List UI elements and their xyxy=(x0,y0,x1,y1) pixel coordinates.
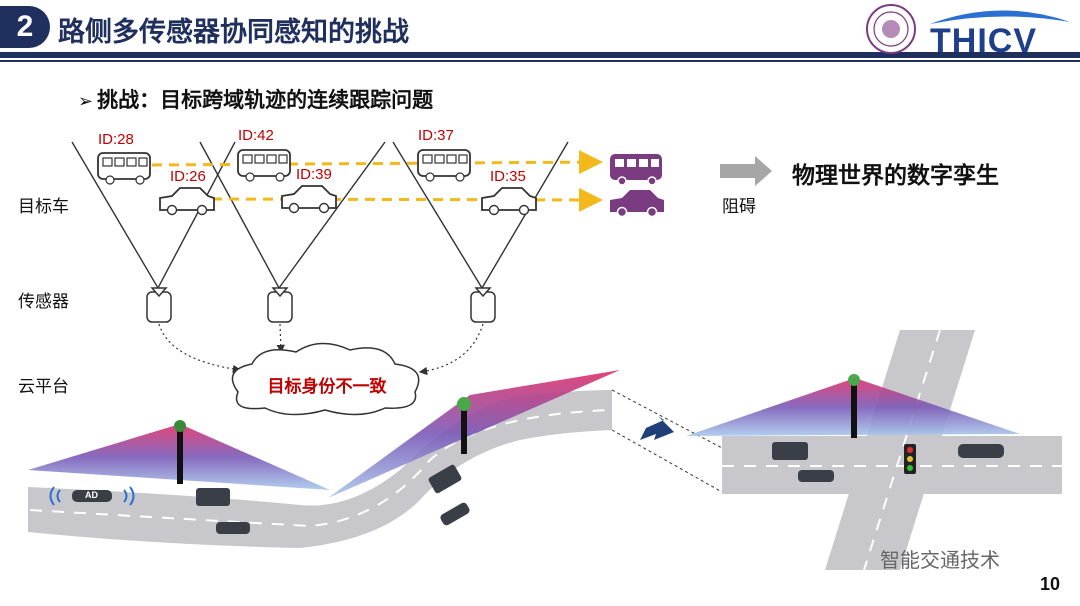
id-label-bus2: ID:42 xyxy=(238,127,274,144)
id-label-car3: ID:35 xyxy=(490,168,526,185)
cloud-text: 目标身份不一致 xyxy=(267,377,387,397)
id-label-bus1: ID:28 xyxy=(98,131,134,148)
watermark: 智能交通技术 xyxy=(880,548,1000,572)
car-icon xyxy=(159,185,537,211)
sensor-to-cloud-arrows xyxy=(158,323,484,376)
sensor-icon xyxy=(146,287,496,323)
obstacle-label: 阻碍 xyxy=(722,197,756,217)
traffic-light-icon xyxy=(904,444,916,474)
road-vehicle-icon xyxy=(72,464,470,534)
id-label-bus3: ID:37 xyxy=(418,127,454,144)
trajectory-arrows xyxy=(151,150,603,212)
sensor-cone-middle xyxy=(328,370,620,498)
header-divider xyxy=(0,52,1080,58)
page-title: 路侧多传感器协同感知的挑战 xyxy=(58,17,409,48)
ad-badge: AD xyxy=(85,490,98,500)
logo-text: THICV xyxy=(930,22,1037,60)
label-sensors: 传感器 xyxy=(18,292,69,312)
roadside-pole-icon xyxy=(174,397,471,484)
university-seal-icon xyxy=(866,4,916,54)
challenge-text: 挑战：目标跨域轨迹的连续跟踪问题 xyxy=(97,88,434,112)
id-label-car2: ID:39 xyxy=(296,166,332,183)
logo-swoosh-icon xyxy=(930,10,1070,24)
digital-twin-label: 物理世界的数字孪生 xyxy=(792,163,999,189)
result-car-icon xyxy=(610,190,664,218)
twin-arrow-icon xyxy=(720,156,772,186)
challenge-heading: ➢挑战：目标跨域轨迹的连续跟踪问题 xyxy=(78,84,433,114)
result-bus-icon xyxy=(610,154,662,186)
cloud-shape xyxy=(231,342,420,416)
label-cloud: 云平台 xyxy=(18,377,69,397)
bullet-arrow-icon: ➢ xyxy=(78,91,94,112)
label-targets: 目标车 xyxy=(18,197,69,217)
page-number: 10 xyxy=(1040,574,1061,594)
id-label-car1: ID:26 xyxy=(170,168,206,185)
zoom-arrow-icon xyxy=(640,416,674,440)
header-divider-thin xyxy=(0,60,1080,62)
ad-signal-icon xyxy=(49,486,135,506)
section-number: 2 xyxy=(0,6,50,48)
